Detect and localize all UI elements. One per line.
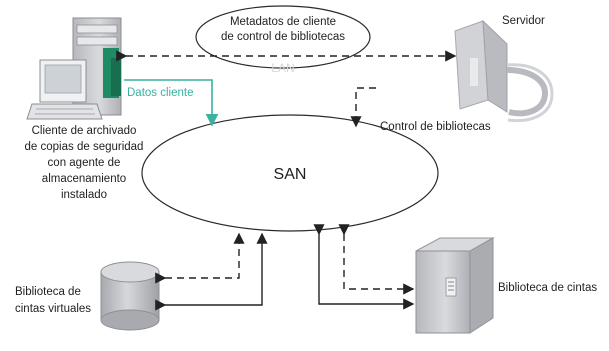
client-label-line3: con agente de — [48, 157, 121, 169]
client-label-line2: de copias de seguridad — [25, 141, 144, 153]
tape-library-icon — [415, 237, 495, 334]
virtual-library-label-line2: cintas virtuales — [15, 303, 91, 315]
server-icon — [454, 19, 554, 123]
lan-metadata-ellipse — [195, 5, 371, 69]
lan-note-line1: Metadatos de cliente — [230, 16, 336, 28]
virtual-library-dashed-link — [155, 232, 245, 284]
client-data-link — [124, 79, 219, 127]
library-control-link — [350, 87, 376, 128]
lan-label: LAN — [271, 61, 294, 75]
server-label: Servidor — [502, 15, 545, 27]
client-data-label: Datos cliente — [127, 87, 193, 99]
virtual-tape-library-icon — [100, 261, 160, 331]
tape-library-dashed-link — [338, 224, 415, 295]
virtual-library-label-line1: Biblioteca de — [15, 286, 81, 298]
client-computer-icon — [26, 17, 122, 120]
tape-library-label: Biblioteca de cintas — [498, 282, 597, 294]
client-label-line5: instalado — [61, 189, 107, 201]
lan-note-line2: de control de bibliotecas — [221, 31, 345, 43]
tape-library-solid-link — [313, 224, 415, 310]
client-label-line1: Cliente de archivado — [32, 125, 137, 137]
san-ellipse — [141, 114, 439, 232]
san-label: SAN — [274, 166, 307, 183]
library-control-label: Control de bibliotecas — [380, 121, 491, 133]
client-label-line4: almacenamiento — [42, 173, 126, 185]
virtual-library-solid-link — [155, 232, 268, 311]
